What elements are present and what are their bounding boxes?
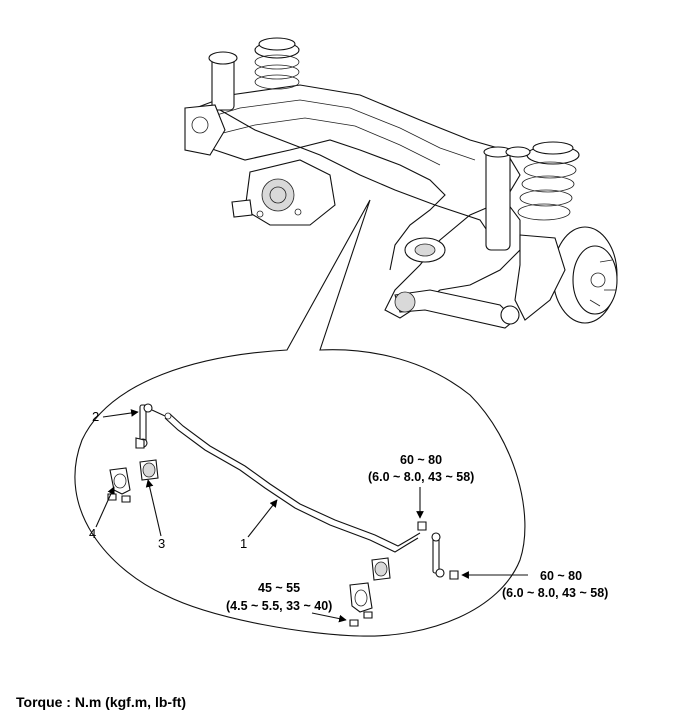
stabilizer-link-left	[135, 403, 166, 449]
bracket-right	[349, 582, 373, 627]
torque-value-bracket: 45 ~ 55	[258, 581, 300, 595]
bushing-right	[371, 557, 391, 581]
torque-value-link-lower: 60 ~ 80	[540, 569, 582, 583]
bushing-left	[139, 459, 159, 481]
leader-3	[145, 479, 162, 537]
part-label-3: 3	[158, 536, 165, 551]
part-label-4: 4	[89, 526, 96, 541]
part-label-1: 1	[240, 536, 247, 551]
part-label-2: 2	[92, 409, 99, 424]
torque-alt-link-upper: (6.0 ~ 8.0, 43 ~ 58)	[368, 470, 474, 484]
torque-value-link-upper: 60 ~ 80	[400, 453, 442, 467]
stabilizer-link-right	[417, 521, 459, 580]
torque-unit-note: Torque : N.m (kgf.m, lb-ft)	[16, 694, 187, 710]
bracket-left	[107, 467, 131, 503]
detail-callout-outline	[74, 199, 526, 637]
leader-1	[247, 499, 278, 538]
rear-axle-assembly	[184, 37, 618, 329]
torque-alt-link-lower: (6.0 ~ 8.0, 43 ~ 58)	[502, 586, 608, 600]
leader-4	[95, 486, 115, 528]
torque-alt-bracket: (4.5 ~ 5.5, 33 ~ 40)	[226, 599, 332, 613]
torque-arrow-bracket	[311, 612, 347, 623]
leader-2	[102, 409, 139, 418]
